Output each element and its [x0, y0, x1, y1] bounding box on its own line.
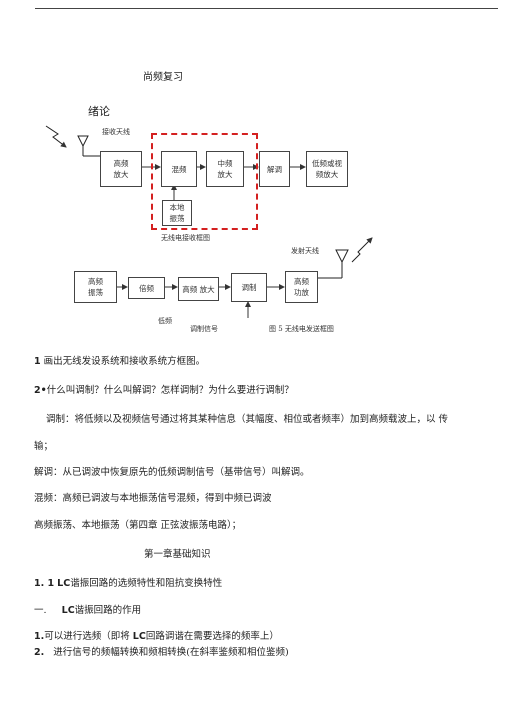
- page-title: 尚频复习: [143, 72, 183, 83]
- rx-demod-block: 解调: [259, 151, 290, 187]
- tx-modulator-label: 调制: [241, 283, 257, 292]
- modulation-definition-line1: 调制：将低频以及视频信号通过将其某种信息（其幅度、相位或者频率）加到高频载波上，…: [46, 414, 449, 425]
- rx-hf-amp-line1: 高频: [113, 159, 129, 168]
- tx-hf-osc-block: 高频振荡: [74, 271, 117, 303]
- rx-if-amp-line2: 放大: [217, 170, 233, 179]
- header-rule: [35, 8, 498, 9]
- subsection-1-number: 一.: [34, 605, 47, 616]
- rx-hf-amp-block: 高频放大: [100, 151, 142, 187]
- tx-power-amp-line2: 功放: [294, 288, 309, 297]
- tx-hf-amp-block: 高频 放大: [178, 277, 219, 301]
- rx-if-amp-line1: 中频: [217, 159, 233, 168]
- transmit-antenna-icon: [316, 237, 373, 279]
- rx-hf-amp-line2: 放大: [113, 170, 129, 179]
- transmit-antenna-label: 发射天线: [291, 247, 319, 255]
- list-item-2-text: 进行信号的频幅转换和频相转换(在斜率鉴频和相位鉴频): [53, 647, 289, 658]
- rx-mixer-label: 混频: [171, 164, 187, 174]
- demodulation-definition: 解调：从已调波中恢复原先的低频调制信号（基带信号）叫解调。: [34, 467, 310, 478]
- subsection-1-heading: 一. LC谐振回路的作用: [34, 602, 141, 616]
- question-1: 1 画出无线发设系统和接收系统方框图。: [34, 353, 205, 367]
- rx-lf-amp-block: 低频或视频放大: [306, 151, 348, 187]
- section-1-1-lc: LC: [57, 578, 71, 589]
- rx-demod-label: 解调: [267, 164, 282, 174]
- list-item-1-lc: LC: [132, 631, 146, 642]
- mixing-definition: 混频：高频已调波与本地振荡信号混频，得到中频已调波: [34, 493, 272, 504]
- modulation-definition-line2: 输；: [34, 441, 54, 452]
- tx-power-amp-block: 高频功放: [285, 271, 318, 303]
- intro-heading: 绪论: [88, 105, 110, 118]
- question-1-number: 1: [34, 356, 41, 367]
- tx-modulator-block: 调制: [231, 273, 267, 302]
- list-item-2: 2. 进行信号的频幅转换和频相转换(在斜率鉴频和相位鉴频): [34, 644, 289, 658]
- tx-multiplier-label: 倍频: [139, 283, 154, 293]
- question-2-text: 什么叫调制？什么叫解调？怎样调制？为什么要进行调制？: [46, 385, 294, 396]
- list-item-1-text-b: 回路调谐在需要选择的频率上）: [145, 631, 279, 642]
- tx-hf-osc-line2: 振荡: [88, 288, 103, 297]
- list-item-1-text-a: 可以进行选频（即将: [44, 631, 130, 642]
- question-2: 2•什么叫调制？什么叫解调？怎样调制？为什么要进行调制？: [34, 382, 294, 396]
- tx-power-amp-line1: 高频: [294, 277, 309, 286]
- tx-mod-signal-label: 调制信号: [190, 325, 218, 333]
- rx-lf-amp-line1: 低频或视: [312, 159, 342, 168]
- rx-mixer-block: 混频: [161, 151, 197, 187]
- section-1-1-number: 1. 1: [34, 578, 55, 589]
- subsection-1-text: 谐振回路的作用: [74, 605, 142, 616]
- rx-local-osc-block: 本地振荡: [162, 200, 192, 226]
- subsection-1-lc: LC: [61, 605, 75, 616]
- rx-local-osc-line2: 振荡: [169, 214, 185, 223]
- receive-antenna-label: 接收天线: [102, 128, 130, 136]
- chapter-1-heading: 第一章基础知识: [144, 549, 211, 560]
- tx-lf-label: 低频: [158, 317, 172, 325]
- list-item-2-number: 2.: [34, 647, 45, 658]
- tx-multiplier-block: 倍频: [128, 277, 165, 299]
- rx-lf-amp-line2: 频放大: [315, 170, 339, 179]
- receiver-caption: 无线电接收框图: [161, 234, 210, 242]
- tx-hf-osc-line1: 高频: [88, 277, 103, 286]
- section-1-1-heading: 1. 1 LC谐振回路的选频特性和阻抗变换特性: [34, 575, 222, 589]
- receive-antenna-icon: [45, 125, 100, 157]
- rx-if-amp-block: 中频放大: [206, 151, 244, 187]
- question-2-number: 2•: [34, 385, 47, 396]
- transmitter-caption: 图 5 无线电发送框图: [269, 325, 334, 333]
- mixer-group-highlight: [151, 133, 258, 230]
- tx-hf-amp-label: 高频 放大: [182, 284, 215, 294]
- question-1-text: 画出无线发设系统和接收系统方框图。: [43, 356, 206, 367]
- oscillation-note: 高频振荡、本地振荡（第四章 正弦波振荡电路）；: [34, 520, 242, 531]
- rx-local-osc-line1: 本地: [169, 203, 185, 212]
- list-item-1: 1.可以进行选频（即将 LC回路调谐在需要选择的频率上）: [34, 628, 279, 642]
- section-1-1-text: 谐振回路的选频特性和阻抗变换特性: [70, 578, 223, 589]
- list-item-1-number: 1.: [34, 631, 45, 642]
